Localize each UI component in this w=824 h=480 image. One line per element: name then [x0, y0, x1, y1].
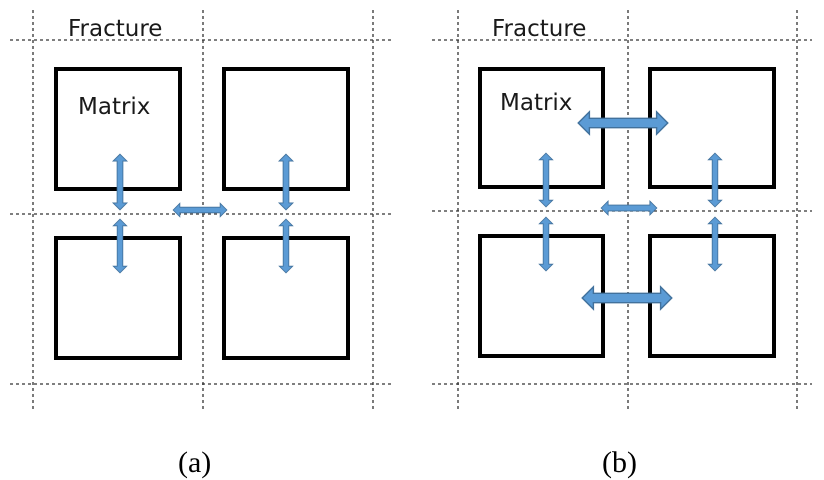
- matrix-label: Matrix: [500, 90, 572, 116]
- flow-arrow-horizontal: [600, 200, 658, 216]
- panel-b: Fracture Matrix (b): [432, 10, 812, 479]
- fracture-label: Fracture: [68, 16, 162, 42]
- flow-arrow-horizontal: [172, 202, 228, 218]
- panel-a: Fracture Matrix (a): [10, 10, 392, 479]
- matrix-block-bottom-left: [478, 234, 605, 358]
- matrix-label: Matrix: [78, 94, 150, 120]
- panel-caption: (b): [602, 446, 637, 479]
- panel-caption: (a): [178, 446, 211, 479]
- fracture-label: Fracture: [492, 16, 586, 42]
- matrix-block-bottom-right: [222, 236, 350, 360]
